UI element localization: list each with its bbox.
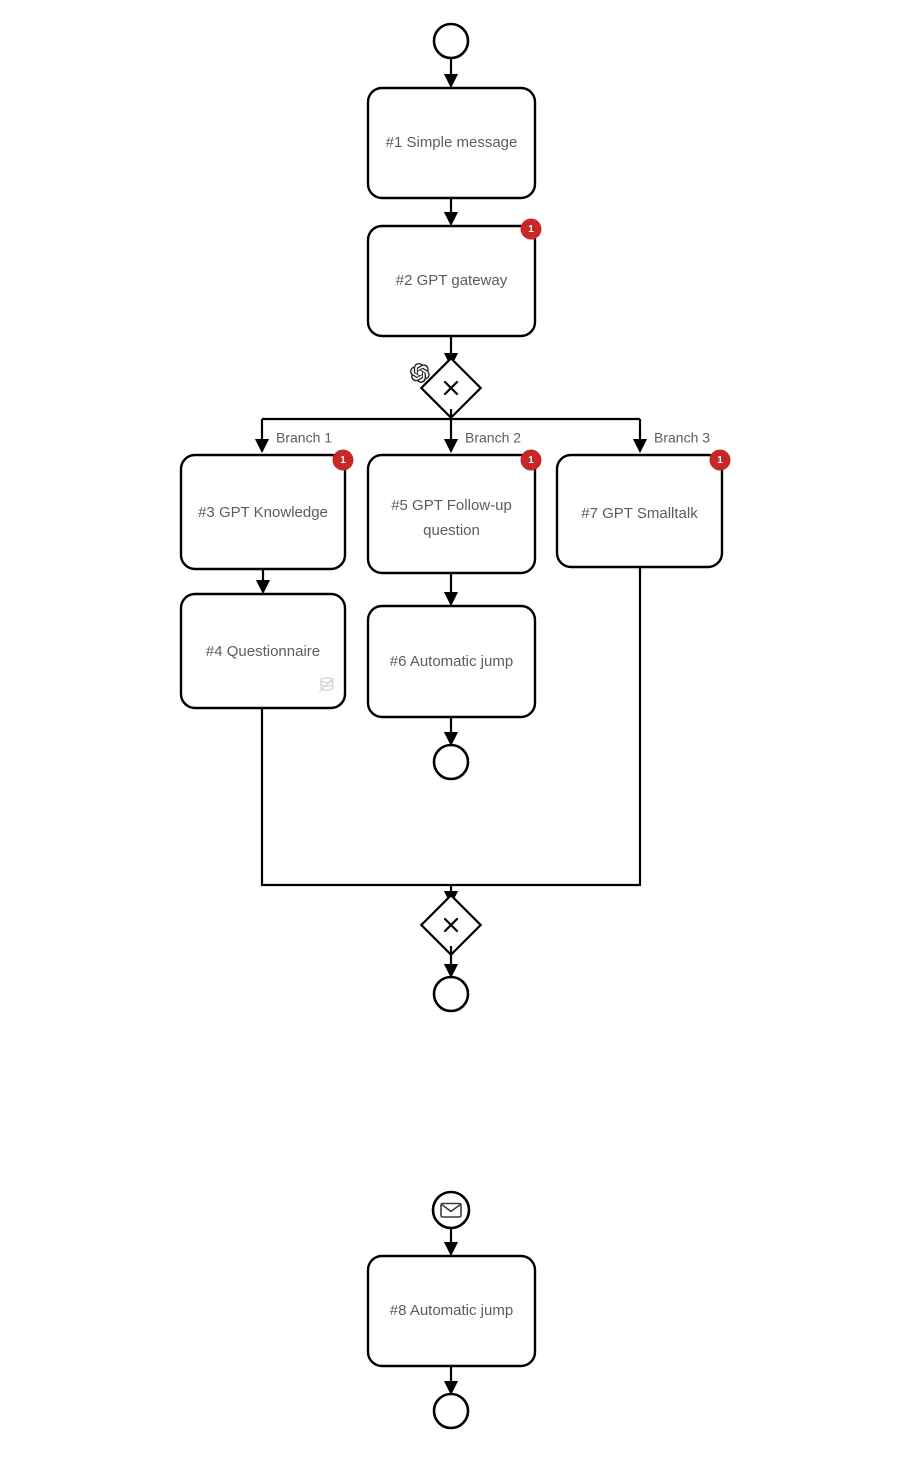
message-start-circle <box>431 1190 471 1230</box>
task-node-6[interactable]: #6 Automatic jump <box>366 604 537 719</box>
task-node-2[interactable]: #2 GPT gateway 1 <box>366 218 542 338</box>
task-node-1[interactable]: #1 Simple message <box>366 86 537 200</box>
start-event-node[interactable] <box>432 22 470 60</box>
database-off-icon <box>319 677 335 693</box>
gateway-2-x-icon-2 <box>443 917 459 933</box>
task-7-badge[interactable] <box>709 449 731 471</box>
end-event-main-node[interactable] <box>432 975 470 1013</box>
task-5-shape <box>366 453 537 575</box>
branch-label-1: Branch 1 <box>276 430 332 446</box>
task-2-badge-count: 1 <box>528 224 534 235</box>
task-4-label: #4 Questionnaire <box>206 643 320 660</box>
exclusive-gateway-merge[interactable] <box>419 893 483 957</box>
task-7-label: #7 GPT Smalltalk <box>581 505 698 522</box>
branch-label-3: Branch 3 <box>654 430 710 446</box>
end-event-secondary-node[interactable] <box>432 1392 470 1430</box>
task-node-5[interactable]: #5 GPT Follow-up question 1 <box>366 449 542 575</box>
task-6-label: #6 Automatic jump <box>390 653 513 670</box>
task-7-badge-count: 1 <box>717 455 723 466</box>
task-2-badge[interactable] <box>520 218 542 240</box>
circle-end-icon <box>432 1392 470 1430</box>
circle-end-icon <box>432 743 470 781</box>
envelope-icon <box>440 1202 462 1218</box>
task-node-8[interactable]: #8 Automatic jump <box>366 1254 537 1368</box>
task-3-badge[interactable] <box>332 449 354 471</box>
task-5-label-line2: question <box>423 522 480 539</box>
task-8-label: #8 Automatic jump <box>390 1302 513 1319</box>
task-3-label: #3 GPT Knowledge <box>198 504 328 521</box>
gateway-1-x-icon-2 <box>443 380 459 396</box>
task-5-badge[interactable] <box>520 449 542 471</box>
circle-end-icon <box>432 975 470 1013</box>
message-start-event-node[interactable] <box>431 1190 471 1230</box>
task-5-badge-count: 1 <box>528 455 534 466</box>
task-node-3[interactable]: #3 GPT Knowledge 1 <box>179 449 354 571</box>
task-3-badge-count: 1 <box>340 455 346 466</box>
end-event-branch2-node[interactable] <box>432 743 470 781</box>
task-1-label: #1 Simple message <box>386 134 518 151</box>
exclusive-gateway-split[interactable] <box>419 356 483 420</box>
task-node-7[interactable]: #7 GPT Smalltalk 1 <box>555 449 731 569</box>
openai-logo-icon <box>410 362 430 383</box>
task-node-4[interactable]: #4 Questionnaire <box>179 592 347 710</box>
branch-label-2: Branch 2 <box>465 430 521 446</box>
task-5-label-line1: #5 GPT Follow-up <box>391 497 512 514</box>
circle-start-icon <box>432 22 470 60</box>
task-2-label: #2 GPT gateway <box>396 272 508 289</box>
